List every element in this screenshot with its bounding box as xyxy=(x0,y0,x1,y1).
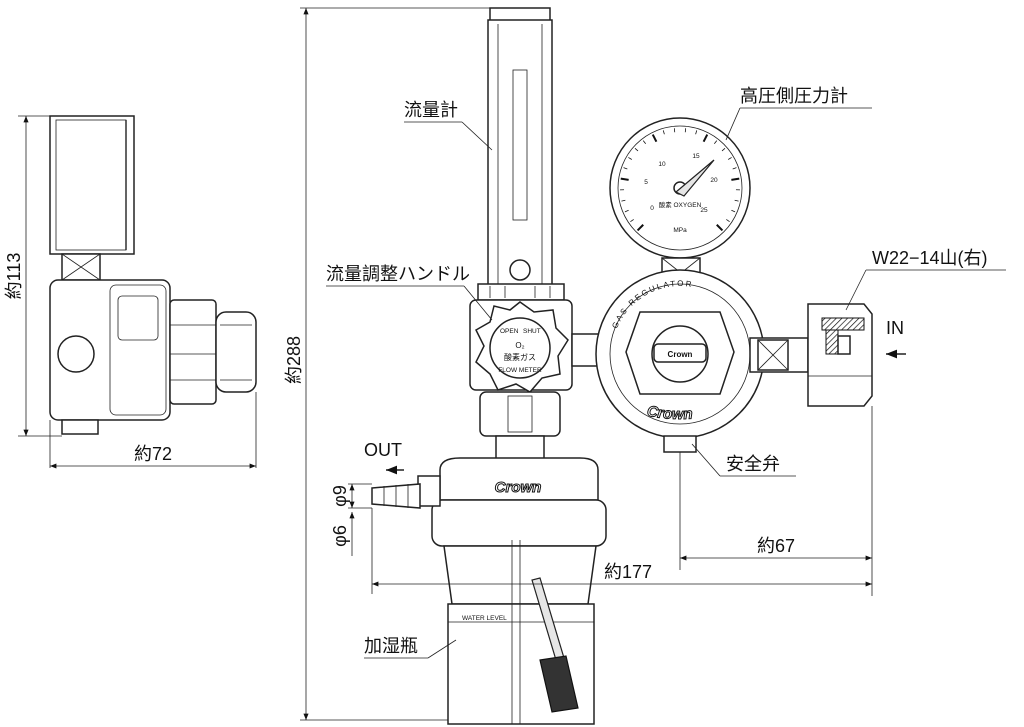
gauge-tick-mark xyxy=(624,209,629,213)
side-connector xyxy=(571,333,601,367)
gauge-center-text: 酸素 OXYGEN xyxy=(659,200,702,209)
side-port-circle xyxy=(57,335,95,373)
total-height-dimension: 約288 xyxy=(284,7,490,721)
knob-open-label: OPEN xyxy=(500,328,519,335)
gauge-tick-15: 15 xyxy=(692,153,700,160)
bottom-dimensions: 約67 約177 xyxy=(371,406,873,596)
gauge-tick-mark xyxy=(636,224,644,232)
gauge-tick-mark xyxy=(623,167,628,170)
side-view: 約113 約72 xyxy=(4,115,257,469)
gauge-unit: MPa xyxy=(673,227,687,234)
gauge-tick-mark xyxy=(734,199,739,202)
gauge-tick-mark xyxy=(727,157,732,160)
total-width-dim: 約177 xyxy=(604,562,652,582)
knob-shut-label: SHUT xyxy=(523,328,541,335)
safety-valve xyxy=(663,435,697,453)
gauge-tick-10: 10 xyxy=(658,161,666,168)
high-pressure-gauge-label: 高圧側圧力計 xyxy=(740,86,848,106)
gauge-tick-mark xyxy=(726,219,730,223)
gauge-tick-5: 5 xyxy=(644,179,648,186)
regulator-bottom-brand: Crown xyxy=(646,403,693,423)
gauge-tick-25: 25 xyxy=(700,207,708,214)
gauge-tick-mark xyxy=(662,130,665,135)
outlet-inner-diameter: φ6 xyxy=(330,525,350,547)
water-level-label: WATER LEVEL xyxy=(462,615,507,622)
gauge-tick-0: 0 xyxy=(650,205,654,212)
gauge-tick-mark xyxy=(731,177,740,181)
gauge-tick-mark xyxy=(702,134,709,143)
gauge-tick-mark xyxy=(630,219,634,223)
humidifier-brand: Crown xyxy=(495,479,542,496)
outlet-dimensions: OUT φ9 φ6 xyxy=(330,440,404,556)
flowmeter-label: 流量計 xyxy=(404,100,458,120)
total-height-dim: 約288 xyxy=(284,336,304,384)
gauge-tick-mark xyxy=(642,140,646,144)
valve-offset-dim: 約67 xyxy=(757,536,795,556)
high-pressure-gauge: 10 15 20 25 5 0 酸素 OXYGEN MPa xyxy=(609,117,751,289)
gauge-tick-mark xyxy=(634,148,639,152)
side-height-dim: 約113 xyxy=(4,253,24,300)
gauge-needle xyxy=(674,159,715,197)
inlet-label: IN xyxy=(886,318,904,338)
gauge-tick-mark xyxy=(695,130,698,135)
gauge-tick-20: 20 xyxy=(710,177,718,184)
bubbler-filter xyxy=(539,655,579,713)
knob-gas-name: 酸素ガス xyxy=(504,352,536,362)
humidifier-label: 加湿瓶 xyxy=(364,636,418,656)
humidifier: Crown WATER LEVEL xyxy=(371,457,607,725)
gauge-tick-mark xyxy=(714,140,718,144)
flowmeter-ball xyxy=(509,259,531,281)
side-width-dim: 約72 xyxy=(134,444,172,464)
gauge-tick-mark xyxy=(716,224,724,232)
gauge-tick-mark xyxy=(721,148,726,152)
knob-gas-formula: O₂ xyxy=(515,341,524,350)
gauge-tick-mark xyxy=(651,134,658,143)
safety-valve-label: 安全弁 xyxy=(726,454,780,474)
side-hex-nut xyxy=(169,299,217,405)
flow-adjust-handle-label: 流量調整ハンドル xyxy=(326,264,470,284)
outlet-label: OUT xyxy=(364,440,402,460)
gauge-tick-mark xyxy=(621,199,626,202)
gauge-tick-mark xyxy=(732,167,737,170)
flowmeter-lower-body xyxy=(479,391,561,465)
regulator-body: GAS REGULATOR Crown Crown xyxy=(595,269,765,453)
side-gauge-box xyxy=(49,115,135,255)
inlet-assembly: IN xyxy=(749,303,906,407)
flow-adjust-knob: OPEN SHUT O₂ 酸素ガス FLOW METER xyxy=(475,301,569,393)
flowmeter-scale xyxy=(512,69,528,221)
callouts: 流量計 高圧側圧力計 流量調整ハンドル W22−14山(右) 安全弁 加湿瓶 xyxy=(326,86,1006,659)
gauge-tick-mark xyxy=(620,177,629,181)
regulator-center-brand: Crown xyxy=(668,350,693,359)
gauge-tick-mark xyxy=(731,209,736,213)
knob-flow-meter-label: FLOW METER xyxy=(498,367,542,374)
gauge-tick-mark xyxy=(628,157,633,160)
inlet-thread-label: W22−14山(右) xyxy=(872,248,988,268)
outlet-outer-diameter: φ9 xyxy=(330,485,350,507)
